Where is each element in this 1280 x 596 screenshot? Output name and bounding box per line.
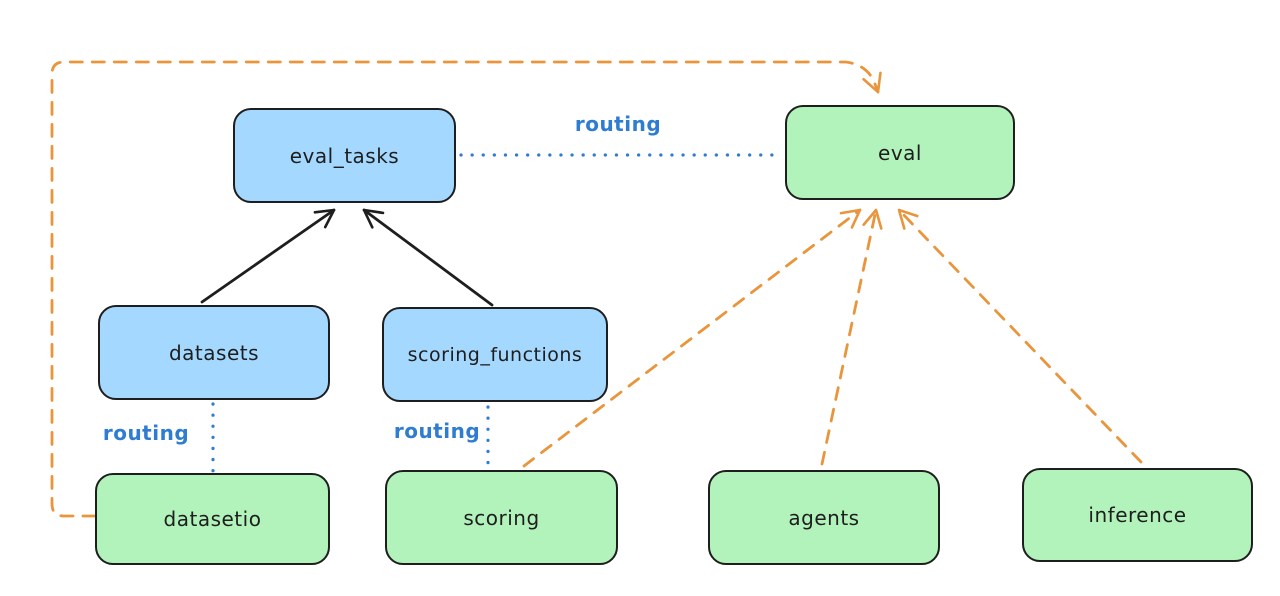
node-datasets-label: datasets: [168, 340, 260, 365]
edge-datasetio-to-eval: [50, 60, 882, 518]
node-datasetio: datasetio: [95, 473, 330, 565]
node-agents: agents: [708, 470, 940, 565]
edge-agents-to-eval: [820, 208, 883, 466]
routing-label-scoring-functions-scoring: routing: [393, 419, 481, 443]
node-scoring: scoring: [385, 470, 618, 565]
node-eval-label: eval: [878, 140, 922, 165]
edge-scoring-to-eval: [522, 208, 862, 468]
edge-scoring-functions-to-eval-tasks: [362, 208, 494, 307]
node-eval-tasks-label: eval_tasks: [289, 143, 400, 168]
node-agents-label: agents: [788, 505, 860, 530]
node-scoring-functions: scoring_functions: [382, 307, 608, 402]
edge-datasets-to-eval-tasks: [200, 208, 336, 304]
node-datasetio-label: datasetio: [163, 507, 262, 531]
node-inference: inference: [1022, 468, 1253, 562]
node-eval-tasks: eval_tasks: [233, 108, 456, 203]
node-scoring-functions-label: scoring_functions: [407, 343, 583, 366]
node-inference-label: inference: [1088, 503, 1187, 527]
node-datasets: datasets: [98, 305, 330, 400]
routing-label-eval-tasks-eval: routing: [574, 112, 662, 136]
node-scoring-label: scoring: [463, 505, 540, 530]
node-eval: eval: [785, 105, 1015, 200]
edge-inference-to-eval: [897, 208, 1143, 464]
routing-label-datasets-datasetio: routing: [102, 421, 190, 445]
